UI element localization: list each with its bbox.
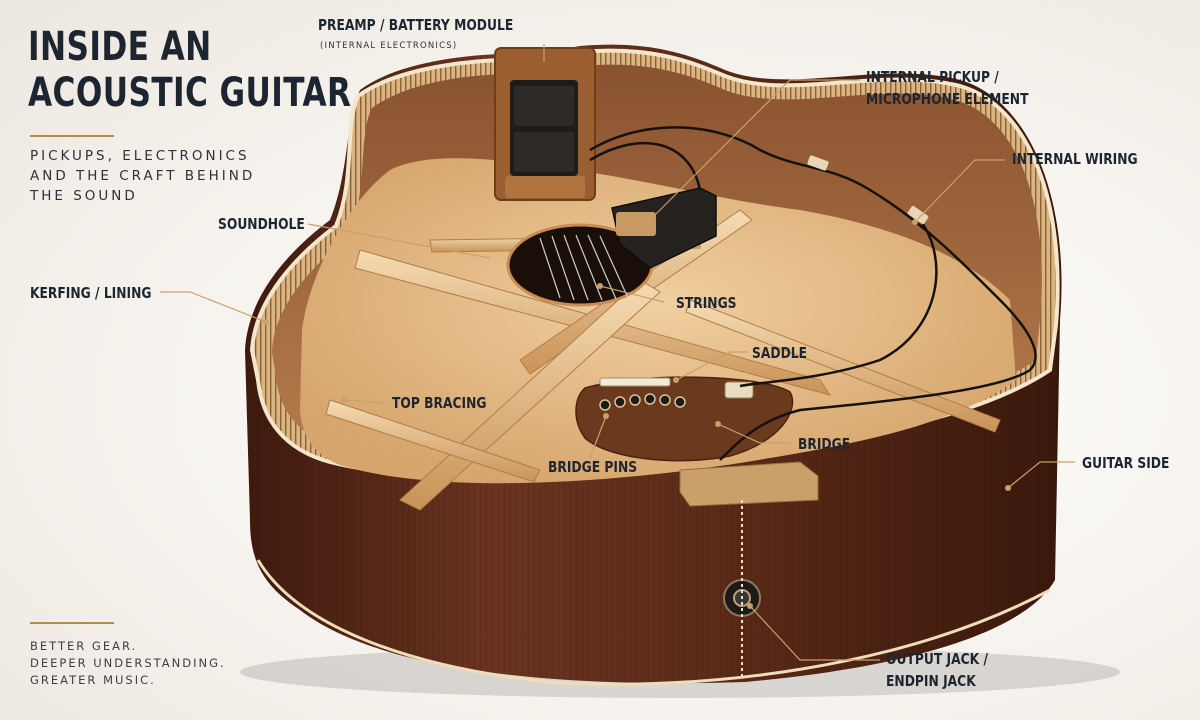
label-kerfing: KERFING / LINING xyxy=(30,284,152,302)
leader-lines xyxy=(160,44,1075,661)
wire-clip xyxy=(907,205,929,225)
bridge-pins xyxy=(599,393,686,411)
label-strings: STRINGS xyxy=(676,294,737,312)
leader-dots xyxy=(263,217,1011,609)
tagline-line-1: BETTER GEAR. xyxy=(30,639,138,653)
soundhole xyxy=(506,223,654,307)
label-internal-pickup: INTERNAL PICKUP / MICROPHONE ELEMENT xyxy=(866,66,1028,110)
subtitle: PICKUPS, ELECTRONICS AND THE CRAFT BEHIN… xyxy=(30,146,255,206)
label-guitar-side: GUITAR SIDE xyxy=(1082,454,1170,472)
label-preamp: PREAMP / BATTERY MODULE xyxy=(318,16,514,34)
title-line-2: ACOUSTIC GUITAR xyxy=(28,70,352,116)
label-internal-pickup-line-1: INTERNAL PICKUP / xyxy=(866,68,999,86)
subtitle-line-2: AND THE CRAFT BEHIND xyxy=(30,168,256,184)
label-internal-wiring: INTERNAL WIRING xyxy=(1012,150,1138,168)
title-line-1: INSIDE AN xyxy=(28,24,212,70)
subtitle-line-1: PICKUPS, ELECTRONICS xyxy=(30,148,250,164)
preamp-battery-module xyxy=(494,47,596,201)
tagline: BETTER GEAR. DEEPER UNDERSTANDING. GREAT… xyxy=(30,638,226,689)
label-bridge: BRIDGE xyxy=(798,435,851,453)
wire-clip xyxy=(807,155,829,171)
label-output-jack-line-1: OUTPUT JACK / xyxy=(886,650,988,668)
end-block xyxy=(679,461,819,507)
label-soundhole: SOUNDHOLE xyxy=(218,215,305,233)
label-output-jack: OUTPUT JACK / ENDPIN JACK xyxy=(886,648,988,692)
tagline-divider xyxy=(30,622,114,624)
tagline-line-3: GREATER MUSIC. xyxy=(30,673,156,687)
title-divider xyxy=(30,135,114,137)
label-top-bracing: TOP BRACING xyxy=(392,394,487,412)
subtitle-line-3: THE SOUND xyxy=(30,188,138,204)
saddle xyxy=(599,377,671,387)
label-preamp-sub: (INTERNAL ELECTRONICS) xyxy=(320,41,458,51)
label-saddle: SADDLE xyxy=(752,344,808,362)
label-bridge-pins: BRIDGE PINS xyxy=(548,458,638,476)
label-output-jack-line-2: ENDPIN JACK xyxy=(886,672,976,690)
page-title: INSIDE AN ACOUSTIC GUITAR xyxy=(28,24,351,116)
bridge xyxy=(575,376,794,462)
label-internal-pickup-line-2: MICROPHONE ELEMENT xyxy=(866,90,1029,108)
bottom-binding xyxy=(256,559,1051,686)
tagline-line-2: DEEPER UNDERSTANDING. xyxy=(30,656,226,670)
